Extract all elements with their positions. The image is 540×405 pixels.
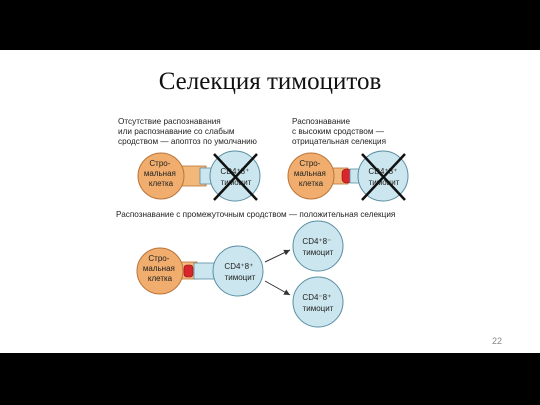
thymocyte-label: CD4⁺8⁺ тимоцит bbox=[224, 262, 255, 282]
panel-negative-selection-caption: Распознавание с высоким сродством — отри… bbox=[292, 117, 386, 146]
thymocyte-selection-diagram: Отсутствие распознавания или распознаван… bbox=[116, 117, 409, 328]
stromal-cell-label: Стро- мальная клетка bbox=[143, 254, 177, 283]
slide-title: Селекция тимоцитов bbox=[158, 68, 382, 95]
panel-no-recognition-caption: Отсутствие распознавания или распознаван… bbox=[118, 117, 257, 146]
apoptosis-cross bbox=[213, 153, 258, 201]
stromal-cell-label: Стро- мальная клетка bbox=[144, 159, 178, 188]
thymocyte-label: CD4⁺8⁺ тимоцит bbox=[220, 167, 251, 187]
stromal-cell bbox=[287, 152, 335, 200]
stromal-cell-label: Стро- мальная клетка bbox=[294, 159, 328, 188]
arrow-to-cd8-single-positive bbox=[264, 280, 291, 296]
stromal-cell bbox=[136, 247, 184, 295]
apoptosis-cross bbox=[361, 153, 406, 201]
page-number: 22 bbox=[491, 336, 502, 346]
thymocyte-label: CD4⁺8⁺ тимоцит bbox=[368, 167, 399, 187]
cd8-single-positive-label: CD4⁻8⁺ тимоцит bbox=[302, 293, 333, 313]
arrow-to-cd4-single-positive bbox=[264, 249, 291, 263]
cd4-single-positive-label: CD4⁺8⁻ тимоцит bbox=[302, 237, 333, 257]
panel-positive-selection: Распознавание с промежуточным сродством … bbox=[116, 210, 395, 328]
panel-no-recognition: Отсутствие распознавания или распознаван… bbox=[118, 117, 261, 202]
cd8-single-positive-thymocyte bbox=[292, 276, 344, 328]
panel-negative-selection: Распознавание с высоким сродством — отри… bbox=[287, 117, 409, 202]
cd4-single-positive-thymocyte bbox=[292, 220, 344, 272]
slide: Селекция тимоцитов Отсутствие распознава… bbox=[0, 50, 540, 353]
stromal-cell bbox=[137, 152, 185, 200]
panel-positive-selection-caption: Распознавание с промежуточным сродством … bbox=[116, 210, 395, 219]
thymocyte bbox=[212, 245, 264, 297]
intermediate-affinity-receptor bbox=[183, 264, 194, 278]
